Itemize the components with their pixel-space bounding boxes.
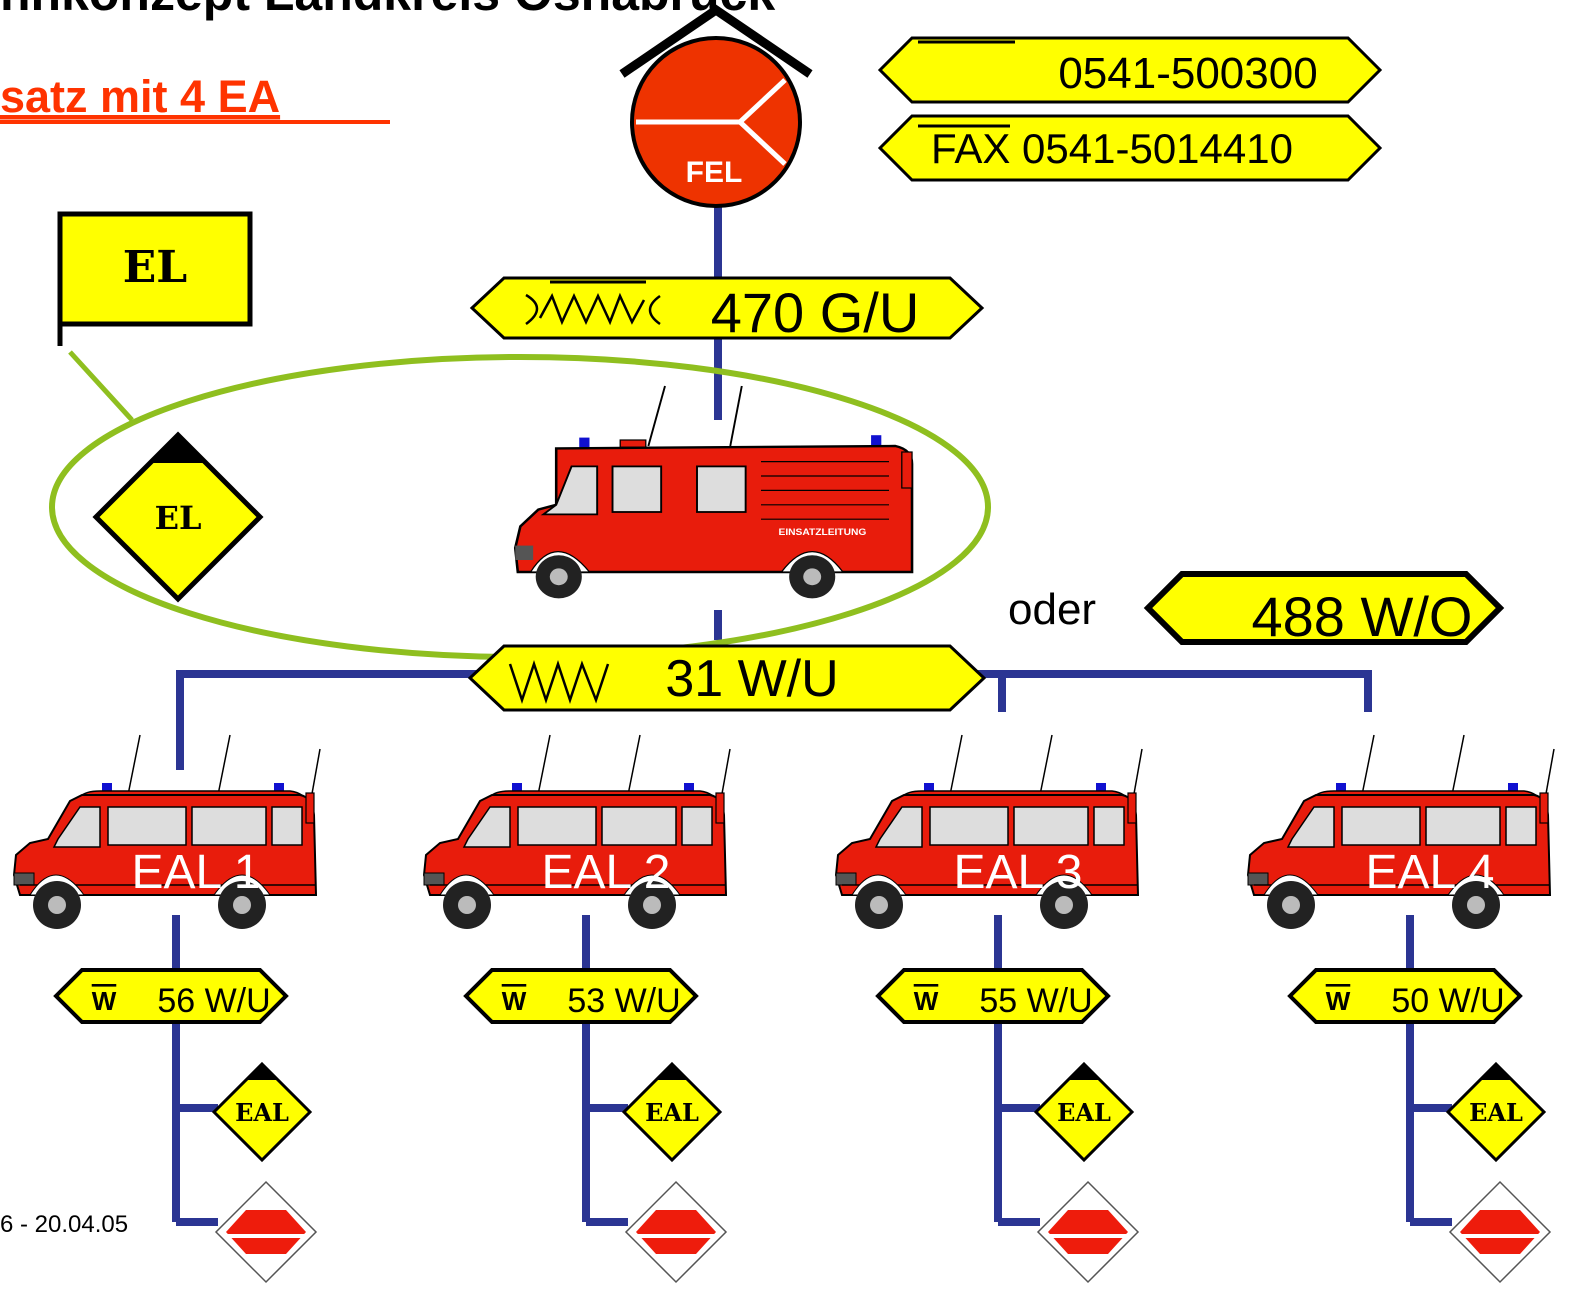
unit-label: EAL 3 bbox=[954, 846, 1083, 899]
fax-chip: FAX 0541-5014410 bbox=[877, 114, 1383, 182]
channel-470-text: 470 G/U bbox=[711, 281, 920, 344]
units-layer: EAL 1 W 56 W/U EAL EAL 2 W 53 W/U EAL EAL 3 W 55 W… bbox=[13, 734, 1555, 1284]
channel-wave-icon: W bbox=[1326, 986, 1351, 1016]
unit-vehicle bbox=[423, 734, 731, 930]
eal-diamond-label: EAL bbox=[645, 1098, 699, 1127]
eal-diamond: EAL bbox=[212, 1062, 312, 1162]
unit-vehicle bbox=[1247, 734, 1555, 930]
channel-wave-icon: W bbox=[914, 986, 939, 1016]
fel-label: FEL bbox=[686, 156, 743, 189]
unit-channel-text: 53 W/U bbox=[567, 982, 680, 1020]
unit-channel-text: 56 W/U bbox=[157, 982, 270, 1020]
unit-channel-chip: W 56 W/U bbox=[53, 968, 289, 1024]
channel-31-text: 31 W/U bbox=[665, 650, 838, 708]
channel-chip-470: 470 G/U bbox=[469, 276, 985, 344]
channel-wave-icon: W bbox=[92, 986, 117, 1016]
eal-diamond-label: EAL bbox=[1057, 1098, 1111, 1127]
channel-wave-icon: W bbox=[502, 986, 527, 1016]
unit-2: EAL 2 W 53 W/U EAL bbox=[423, 734, 731, 1284]
eal-diamond-label: EAL bbox=[235, 1098, 289, 1127]
el-vehicle-text: EINSATZLEITUNG bbox=[779, 527, 867, 538]
el-vehicle-group: EINSATZLEITUNG EL bbox=[49, 354, 991, 660]
unit-channel-chip: W 50 W/U bbox=[1287, 968, 1523, 1024]
unit-1: EAL 1 W 56 W/U EAL bbox=[13, 734, 321, 1284]
el-diamond-label: EL bbox=[155, 499, 202, 537]
unit-channel-text: 55 W/U bbox=[979, 982, 1092, 1020]
red-hazard-diamond-icon bbox=[1448, 1180, 1552, 1284]
phone-chip: 0541-500300 bbox=[877, 36, 1383, 104]
el-flag-label: EL bbox=[123, 242, 187, 293]
fax-number: FAX 0541-5014410 bbox=[931, 125, 1293, 172]
red-hazard-diamond-icon bbox=[214, 1180, 318, 1284]
channel-488-text: 488 W/O bbox=[1252, 585, 1473, 648]
unit-label: EAL 4 bbox=[1366, 846, 1495, 899]
phone-number: 0541-500300 bbox=[1058, 49, 1317, 98]
eal-diamond: EAL bbox=[1034, 1062, 1134, 1162]
eal-diamond-label: EAL bbox=[1469, 1098, 1523, 1127]
el-diamond: EL bbox=[92, 431, 264, 603]
unit-channel-chip: W 55 W/U bbox=[875, 968, 1111, 1024]
page-subtitle: satz mit 4 EA bbox=[0, 71, 280, 122]
unit-channel-text: 50 W/U bbox=[1391, 982, 1504, 1020]
unit-4: EAL 4 W 50 W/U EAL bbox=[1247, 734, 1555, 1284]
channel-chip-488: 488 W/O bbox=[1143, 571, 1505, 648]
red-hazard-diamond-icon bbox=[1036, 1180, 1140, 1284]
unit-channel-chip: W 53 W/U bbox=[463, 968, 699, 1024]
footer-page-info: 6 - 20.04.05 bbox=[0, 1211, 128, 1238]
unit-vehicle bbox=[13, 734, 321, 930]
unit-label: EAL 1 bbox=[132, 846, 261, 899]
eal-diamond: EAL bbox=[622, 1062, 722, 1162]
channel-chip-31: 31 W/U bbox=[467, 644, 987, 712]
alt-word: oder bbox=[1008, 585, 1096, 634]
el-flag: EL bbox=[57, 211, 253, 346]
eal-diamond: EAL bbox=[1446, 1062, 1546, 1162]
unit-label: EAL 2 bbox=[542, 846, 671, 899]
fel-symbol: FEL bbox=[619, 4, 813, 208]
el-vehicle: EINSATZLEITUNG bbox=[513, 385, 914, 599]
unit-3: EAL 3 W 55 W/U EAL bbox=[835, 734, 1143, 1284]
unit-vehicle bbox=[835, 734, 1143, 930]
red-hazard-diamond-icon bbox=[624, 1180, 728, 1284]
page-title: nnkonzept Landkreis Osnabrück bbox=[0, 0, 775, 21]
